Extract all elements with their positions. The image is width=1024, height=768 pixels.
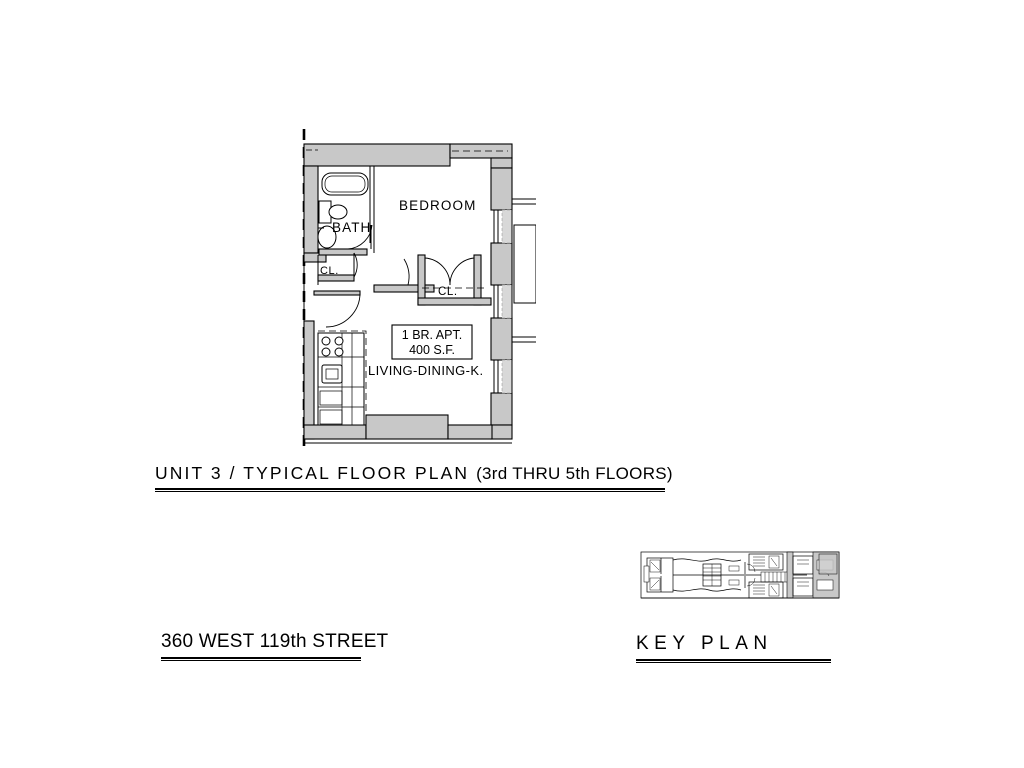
key-plan-stair-middle: [760, 571, 790, 583]
refrigerator: [319, 409, 343, 425]
room-label-closet-bedroom: CL.: [438, 286, 458, 298]
key-plan-title-underline: [636, 659, 831, 663]
range-cooktop: [321, 336, 344, 357]
exterior-projection-lower: [512, 336, 536, 343]
bathtub: [321, 172, 369, 196]
entry-door-swing: [325, 292, 361, 328]
key-plan-stair-left: [702, 563, 722, 587]
floor-plan-drawing: .wall { fill:#c8c8c8; stroke:#000; strok…: [286, 125, 536, 455]
wall-right-with-windows: [490, 144, 513, 440]
dishwasher: [319, 390, 343, 406]
exterior-fire-escape: [513, 224, 536, 304]
closet-right-door-swing: [449, 257, 475, 286]
address-title-block: 360 WEST 119th STREET: [161, 631, 388, 661]
toilet: [317, 225, 337, 249]
entry-door: [313, 290, 361, 328]
unit-title-main: UNIT 3 / TYPICAL FLOOR PLAN: [155, 463, 477, 483]
bedroom-door-swing: [403, 258, 410, 286]
unit-title: UNIT 3 / TYPICAL FLOOR PLAN (3rd THRU 5t…: [155, 463, 673, 484]
kitchen-area: [317, 330, 367, 427]
kitchen-sink: [321, 364, 343, 384]
wall-top: [303, 143, 513, 169]
room-label-bath: BATH: [332, 220, 371, 235]
room-bath: [317, 166, 375, 256]
apartment-area-tag: 1 BR. APT. 400 S.F.: [391, 324, 473, 360]
closet-bath-door-swing: [353, 252, 358, 278]
address-title: 360 WEST 119th STREET: [161, 631, 389, 652]
area-tag-line1: 1 BR. APT.: [402, 328, 462, 342]
unit-title-underline: [155, 488, 665, 492]
key-plan-highlighted-unit: [818, 553, 838, 575]
window-glazing-middle: [493, 284, 513, 319]
unit-title-suffix: (3rd THRU 5th FLOORS): [476, 464, 673, 483]
room-label-bedroom: BEDROOM: [399, 198, 476, 213]
unit-title-block: UNIT 3 / TYPICAL FLOOR PLAN (3rd THRU 5t…: [155, 463, 673, 492]
key-plan-title-block: KEY PLAN: [636, 633, 831, 663]
address-title-underline: [161, 657, 361, 661]
wall-bottom: [303, 414, 512, 444]
room-closet-bath: [317, 252, 358, 282]
area-tag-line2: 400 S.F.: [409, 343, 455, 357]
closet-left-door-swing: [424, 257, 451, 286]
room-label-closet-bath: CL.: [320, 265, 339, 277]
key-plan-upper-right-units: [748, 553, 784, 571]
room-label-living-dining-kitchen: LIVING-DINING-K.: [368, 363, 483, 378]
bathroom-sink: [328, 204, 348, 220]
key-plan-thumbnail: .kw { fill:#c8c8c8; stroke:#000; stroke-…: [637, 546, 843, 604]
key-plan-title: KEY PLAN: [636, 633, 773, 654]
exterior-projection-upper: [512, 198, 536, 205]
room-closet-bedroom: [417, 254, 492, 306]
